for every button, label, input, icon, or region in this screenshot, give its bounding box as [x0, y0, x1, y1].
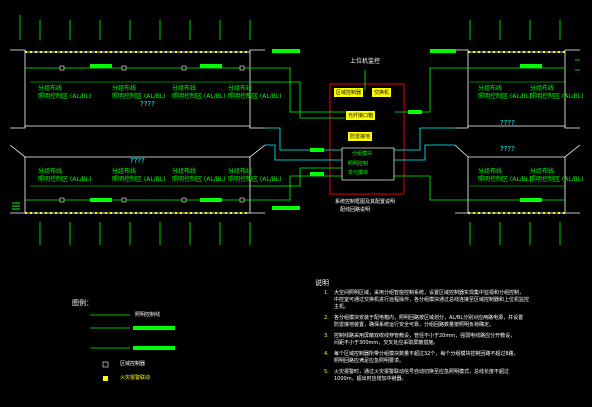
note-line: 照明回路应满足应急照明要求。 — [334, 358, 405, 364]
bottom-right-ticks — [469, 222, 561, 245]
center-inner-1: 分组模块 — [352, 151, 373, 157]
tl-label-4b: 照明控制区 (AL/BL) — [228, 93, 282, 100]
center-inner-3: 单元模块 — [348, 170, 369, 176]
br-label-1b: 照明控制区 (AL/BL) — [478, 176, 532, 183]
tr-label-1a: 分组布线 — [478, 85, 503, 92]
note-line: 主机。 — [334, 304, 350, 310]
bl-label-1a: 分组布线 — [38, 168, 63, 175]
note-number: 5. — [324, 369, 329, 375]
note-number: 3. — [324, 333, 329, 339]
bottom-left-nodes — [59, 197, 245, 203]
center-box-2: 交换机 — [372, 88, 392, 97]
center-caption-1: 系统控制框图及其配置说明 — [335, 199, 396, 205]
legend-item-1: 照明控制线 — [135, 312, 161, 318]
tl-note: ???? — [140, 100, 155, 108]
bottom-right-bus — [468, 185, 565, 214]
legend-symbols — [90, 314, 175, 381]
bl-label-4a: 分组布线 — [228, 168, 253, 175]
top-left-nodes — [59, 65, 245, 71]
note-number: 2. — [324, 315, 329, 321]
top-left-bus — [25, 49, 300, 83]
bl-label-3b: 照明控制区 (AL/BL) — [172, 176, 226, 183]
center-box-3: 光纤接口箱 — [346, 111, 376, 120]
tr-note: ???? — [500, 119, 515, 127]
bl-label-2a: 分组布线 — [112, 168, 137, 175]
legend-item-5: 区域控制器 — [120, 361, 146, 367]
top-right-bus — [430, 49, 565, 83]
control-inner-frame — [341, 147, 395, 181]
top-right-panel — [455, 49, 580, 129]
note-line: 间距不小于300mm，交叉处应采取屏蔽措施。 — [334, 340, 439, 346]
left-side-marks — [12, 202, 20, 210]
tl-label-3b: 照明控制区 (AL/BL) — [172, 93, 226, 100]
bl-label-3a: 分组布线 — [172, 168, 197, 175]
note-line: 控制线路采用屏蔽双绞线穿管敷设，管径不小于20mm，强弱电线路应分开敷设， — [334, 333, 516, 339]
bottom-left-bus — [25, 185, 300, 214]
note-number: 1. — [324, 290, 329, 296]
note-line: 防雷接地装置，确保系统运行安全可靠，分组回路数量按照明负荷确定。 — [334, 322, 495, 328]
top-left-panel — [10, 49, 265, 129]
control-cabinet-frame — [329, 83, 405, 195]
note-line: 中控室可通过交换机进行远程操作，各分组模块通过总线连接至区域控制器和上位机监控 — [334, 297, 530, 303]
br-label-2b: 照明控制区 (AL/BL) — [530, 176, 584, 183]
tr-label-2a: 分组布线 — [530, 85, 555, 92]
note-line: 火灾报警时，通过火灾报警联动信号自动切换至应急照明模式，总线长度不超过 — [334, 369, 510, 375]
tl-label-4a: 分组布线 — [228, 85, 253, 92]
br-label-1a: 分组布线 — [478, 168, 503, 175]
legend-item-6: 火灾报警联动 — [120, 375, 151, 381]
tr-label-1b: 照明控制区 (AL/BL) — [478, 93, 532, 100]
note-line: 每个区域控制器所带分组模块数量不超过32个，每个分组模块控制回路不超过8路， — [334, 351, 519, 357]
center-box-1: 区域控制器 — [334, 88, 364, 97]
note-number: 4. — [324, 351, 329, 357]
note-line: 1000m，超出时应增加中继器。 — [334, 376, 407, 382]
tl-label-2b: 照明控制区 (AL/BL) — [112, 93, 166, 100]
note-line: 大空间照明区域，采用分组智能控制系统，设置区域控制器实现集中监视和分组控制， — [334, 290, 525, 296]
center-connections — [250, 67, 468, 201]
tl-label-1a: 分组布线 — [38, 85, 63, 92]
top-left-ticks — [19, 15, 251, 40]
tl-label-2a: 分组布线 — [112, 85, 137, 92]
center-caption-2: 配线回路说明 — [340, 207, 371, 213]
legend-title: 图例： — [72, 299, 93, 307]
center-green-bars — [310, 110, 422, 176]
bl-label-2b: 照明控制区 (AL/BL) — [112, 176, 166, 183]
tr-label-2b: 照明控制区 (AL/BL) — [530, 93, 584, 100]
center-inner-2: 照明控制 — [348, 161, 369, 167]
notes-title: 说明 — [315, 279, 329, 287]
bottom-left-ticks — [39, 222, 251, 245]
bl-note: ???? — [130, 157, 145, 165]
center-box-4: 防雷接地 — [348, 132, 373, 141]
tl-label-3a: 分组布线 — [172, 85, 197, 92]
bl-label-1b: 照明控制区 (AL/BL) — [38, 176, 92, 183]
br-note: ???? — [500, 145, 515, 153]
center-top-label: 上位机监控 — [350, 58, 381, 65]
note-line: 各分组模块安装于配电箱内，照明回路按区域划分，AL/BL分别对应两路电源，并设置 — [334, 315, 524, 321]
bottom-left-panel — [9, 144, 266, 214]
bl-label-4b: 照明控制区 (AL/BL) — [228, 176, 282, 183]
br-label-2a: 分组布线 — [530, 168, 555, 175]
top-right-ticks — [469, 20, 580, 71]
tl-label-1b: 照明控制区 (AL/BL) — [38, 93, 92, 100]
